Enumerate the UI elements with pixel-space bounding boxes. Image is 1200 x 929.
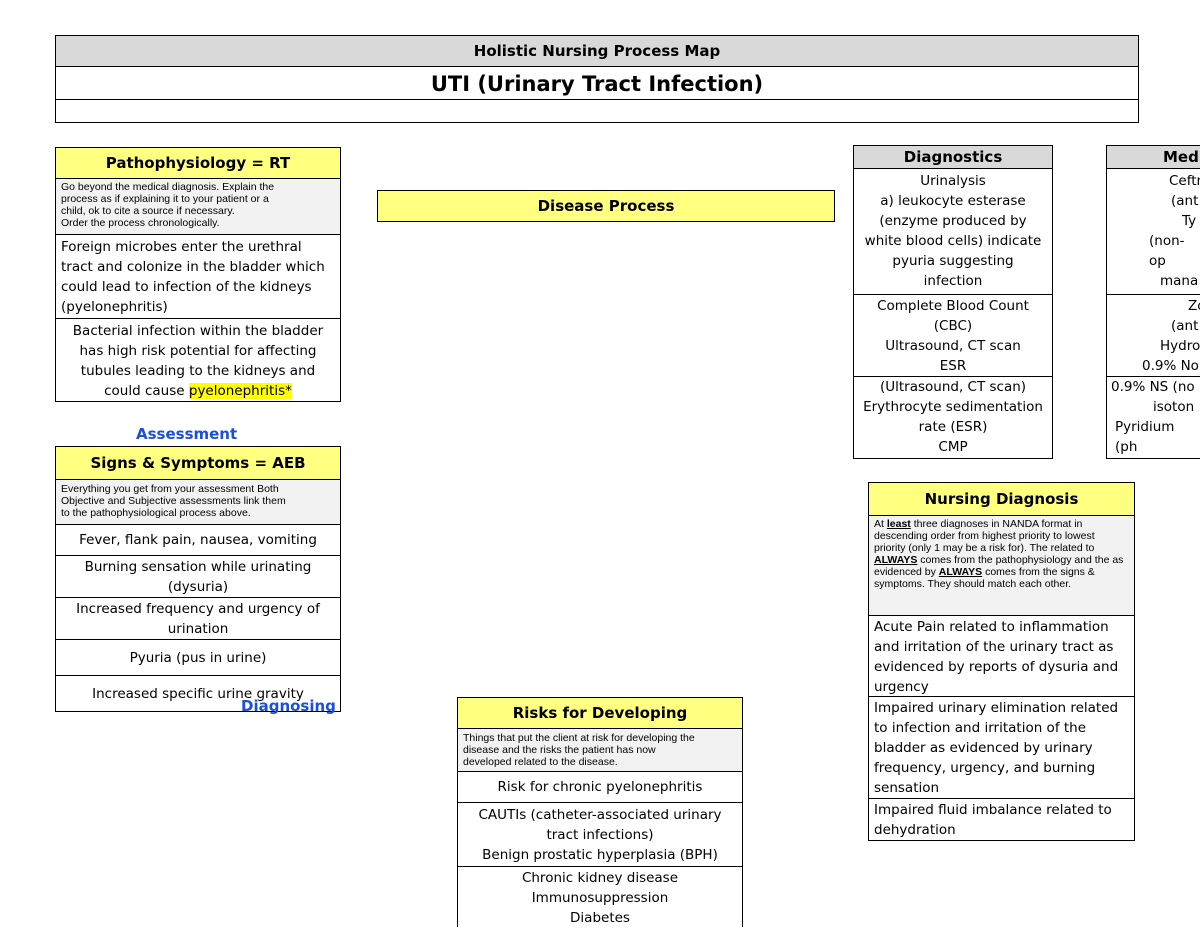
condition-title: UTI (Urinary Tract Infection)	[55, 66, 1139, 100]
nursing-diagnosis-item: Impaired fluid imbalance related to dehy…	[874, 802, 1112, 838]
risks-box: Risks for Developing Things that put the…	[457, 697, 743, 927]
medications-box: Medi Ceftr (ant Ty (non-op mana Zo (ant …	[1106, 145, 1200, 459]
disease-process-title: Disease Process	[377, 190, 835, 222]
risk-item: Risk for chronic pyelonephritis	[458, 772, 742, 803]
symptom-item: Pyuria (pus in urine)	[56, 640, 340, 676]
nursing-diagnosis-title: Nursing Diagnosis	[869, 483, 1134, 516]
header-blank-row	[55, 99, 1139, 123]
medications-item: Zo (ant Hydro 0.9% No	[1107, 295, 1200, 377]
signs-symptoms-instructions: Everything you get from your assessment …	[56, 480, 340, 525]
pathophysiology-item: Foreign microbes enter the urethral trac…	[56, 235, 340, 319]
nursing-diagnosis-instructions: At least three diagnoses in NANDA format…	[869, 516, 1134, 616]
nursing-diagnosis-box: Nursing Diagnosis At least three diagnos…	[868, 482, 1135, 841]
medications-item: 0.9% NS (no isoton Pyridium (ph	[1111, 379, 1195, 455]
signs-symptoms-title: Signs & Symptoms = AEB	[56, 447, 340, 480]
diagnostics-box: Diagnostics Urinalysis a) leukocyte este…	[853, 145, 1053, 459]
pathophysiology-item: Bacterial infection within the bladder h…	[72, 323, 324, 399]
diagnostics-item: Urinalysis a) leukocyte esterase (enzyme…	[854, 169, 1052, 295]
medications-title: Medi	[1107, 146, 1200, 169]
diagnosing-label: Diagnosing	[241, 697, 336, 715]
symptom-item: Increased specific urine gravity	[92, 686, 304, 702]
pathophysiology-instructions: Go beyond the medical diagnosis. Explain…	[56, 179, 340, 235]
risks-title: Risks for Developing	[458, 698, 742, 729]
risks-instructions: Things that put the client at risk for d…	[458, 729, 742, 772]
signs-symptoms-box: Signs & Symptoms = AEB Everything you ge…	[55, 446, 341, 712]
diagnostics-item: (Ultrasound, CT scan) Erythrocyte sedime…	[863, 379, 1043, 455]
map-title: Holistic Nursing Process Map	[55, 35, 1139, 67]
symptom-item: Fever, flank pain, nausea, vomiting	[56, 525, 340, 556]
symptom-item: Burning sensation while urinating (dysur…	[56, 556, 340, 598]
assessment-label: Assessment	[136, 425, 238, 443]
symptom-item: Increased frequency and urgency of urina…	[56, 598, 340, 640]
diagnostics-title: Diagnostics	[854, 146, 1052, 169]
risk-item: CAUTIs (catheter-associated urinary trac…	[458, 803, 742, 867]
nursing-diagnosis-item: Acute Pain related to inflammation and i…	[869, 616, 1134, 697]
diagnostics-item: Complete Blood Count (CBC) Ultrasound, C…	[854, 295, 1052, 377]
medications-item: Ceftr (ant Ty (non-op mana	[1107, 169, 1200, 295]
risk-item: Chronic kidney disease Immunosuppression…	[521, 870, 679, 926]
pathophysiology-title: Pathophysiology = RT	[56, 148, 340, 179]
pyelonephritis-highlight: pyelonephritis*	[188, 383, 292, 399]
nursing-diagnosis-item: Impaired urinary elimination related to …	[869, 697, 1134, 799]
pathophysiology-box: Pathophysiology = RT Go beyond the medic…	[55, 147, 341, 402]
